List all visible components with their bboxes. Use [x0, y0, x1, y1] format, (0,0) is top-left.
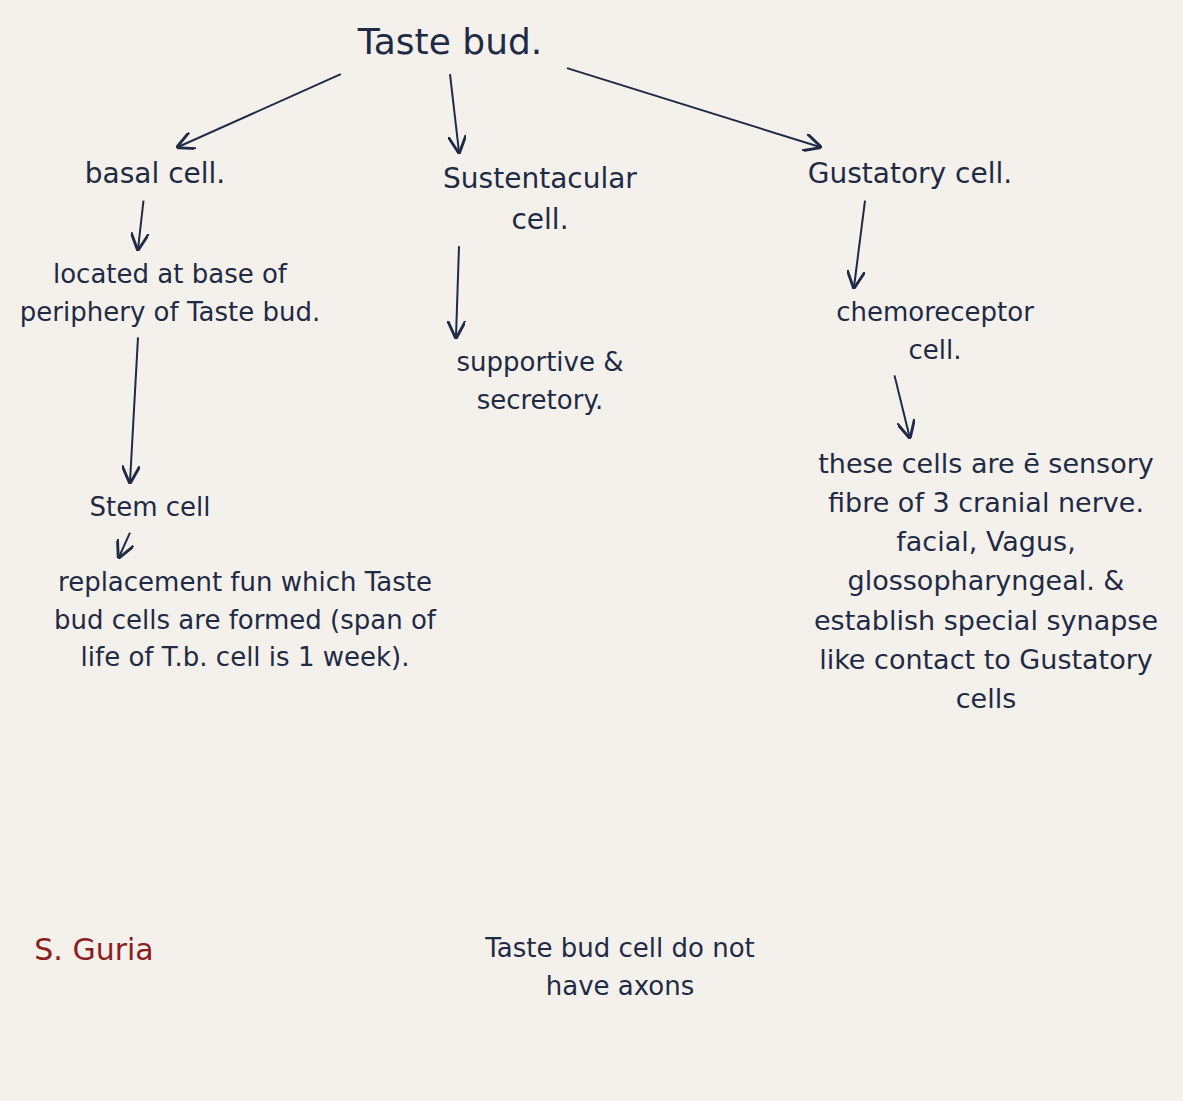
node-text: replacement fun which Taste bud cells ar…	[41, 564, 449, 677]
cell-type: Gustatory cell.	[760, 150, 1060, 199]
note-text: Stem cell	[50, 485, 250, 531]
node-text: these cells are ē sensory fibre of 3 cra…	[801, 444, 1171, 718]
node-text: Taste bud.	[326, 16, 574, 68]
node-text: chemoreceptor cell.	[806, 294, 1064, 369]
signature: S. Guria	[4, 928, 184, 972]
note-text: these cells are ē sensory fibre of 3 cra…	[795, 440, 1177, 722]
arrow-connector	[178, 74, 341, 147]
node-text: basal cell.	[46, 154, 264, 195]
note-label: Taste bud cell do not have axons	[460, 930, 780, 1005]
cell-type: basal cell.	[40, 150, 270, 199]
arrow-connector	[130, 337, 138, 482]
arrow-connector	[895, 375, 910, 437]
note-text: replacement fun which Taste bud cells ar…	[35, 560, 455, 681]
note-text: located at base of periphery of Taste bu…	[10, 252, 330, 335]
arrow-connector	[138, 201, 144, 249]
note-text: supportive & secretory.	[400, 340, 680, 423]
arrow-connector	[567, 68, 820, 147]
arrow-connector	[854, 201, 865, 287]
node-text: Stem cell	[56, 489, 244, 527]
node-text: supportive & secretory.	[406, 344, 674, 419]
arrow-connector	[119, 533, 130, 557]
arrow-connector	[456, 246, 459, 337]
node-text: located at base of periphery of Taste bu…	[16, 256, 324, 331]
arrow-connector	[450, 74, 459, 152]
note-text: chemoreceptor cell.	[800, 290, 1070, 373]
cell-type: Sustentacular cell.	[405, 155, 675, 244]
node-text: Sustentacular cell.	[411, 159, 669, 240]
node-text: Gustatory cell.	[766, 154, 1054, 195]
title-node: Taste bud.	[320, 12, 580, 72]
